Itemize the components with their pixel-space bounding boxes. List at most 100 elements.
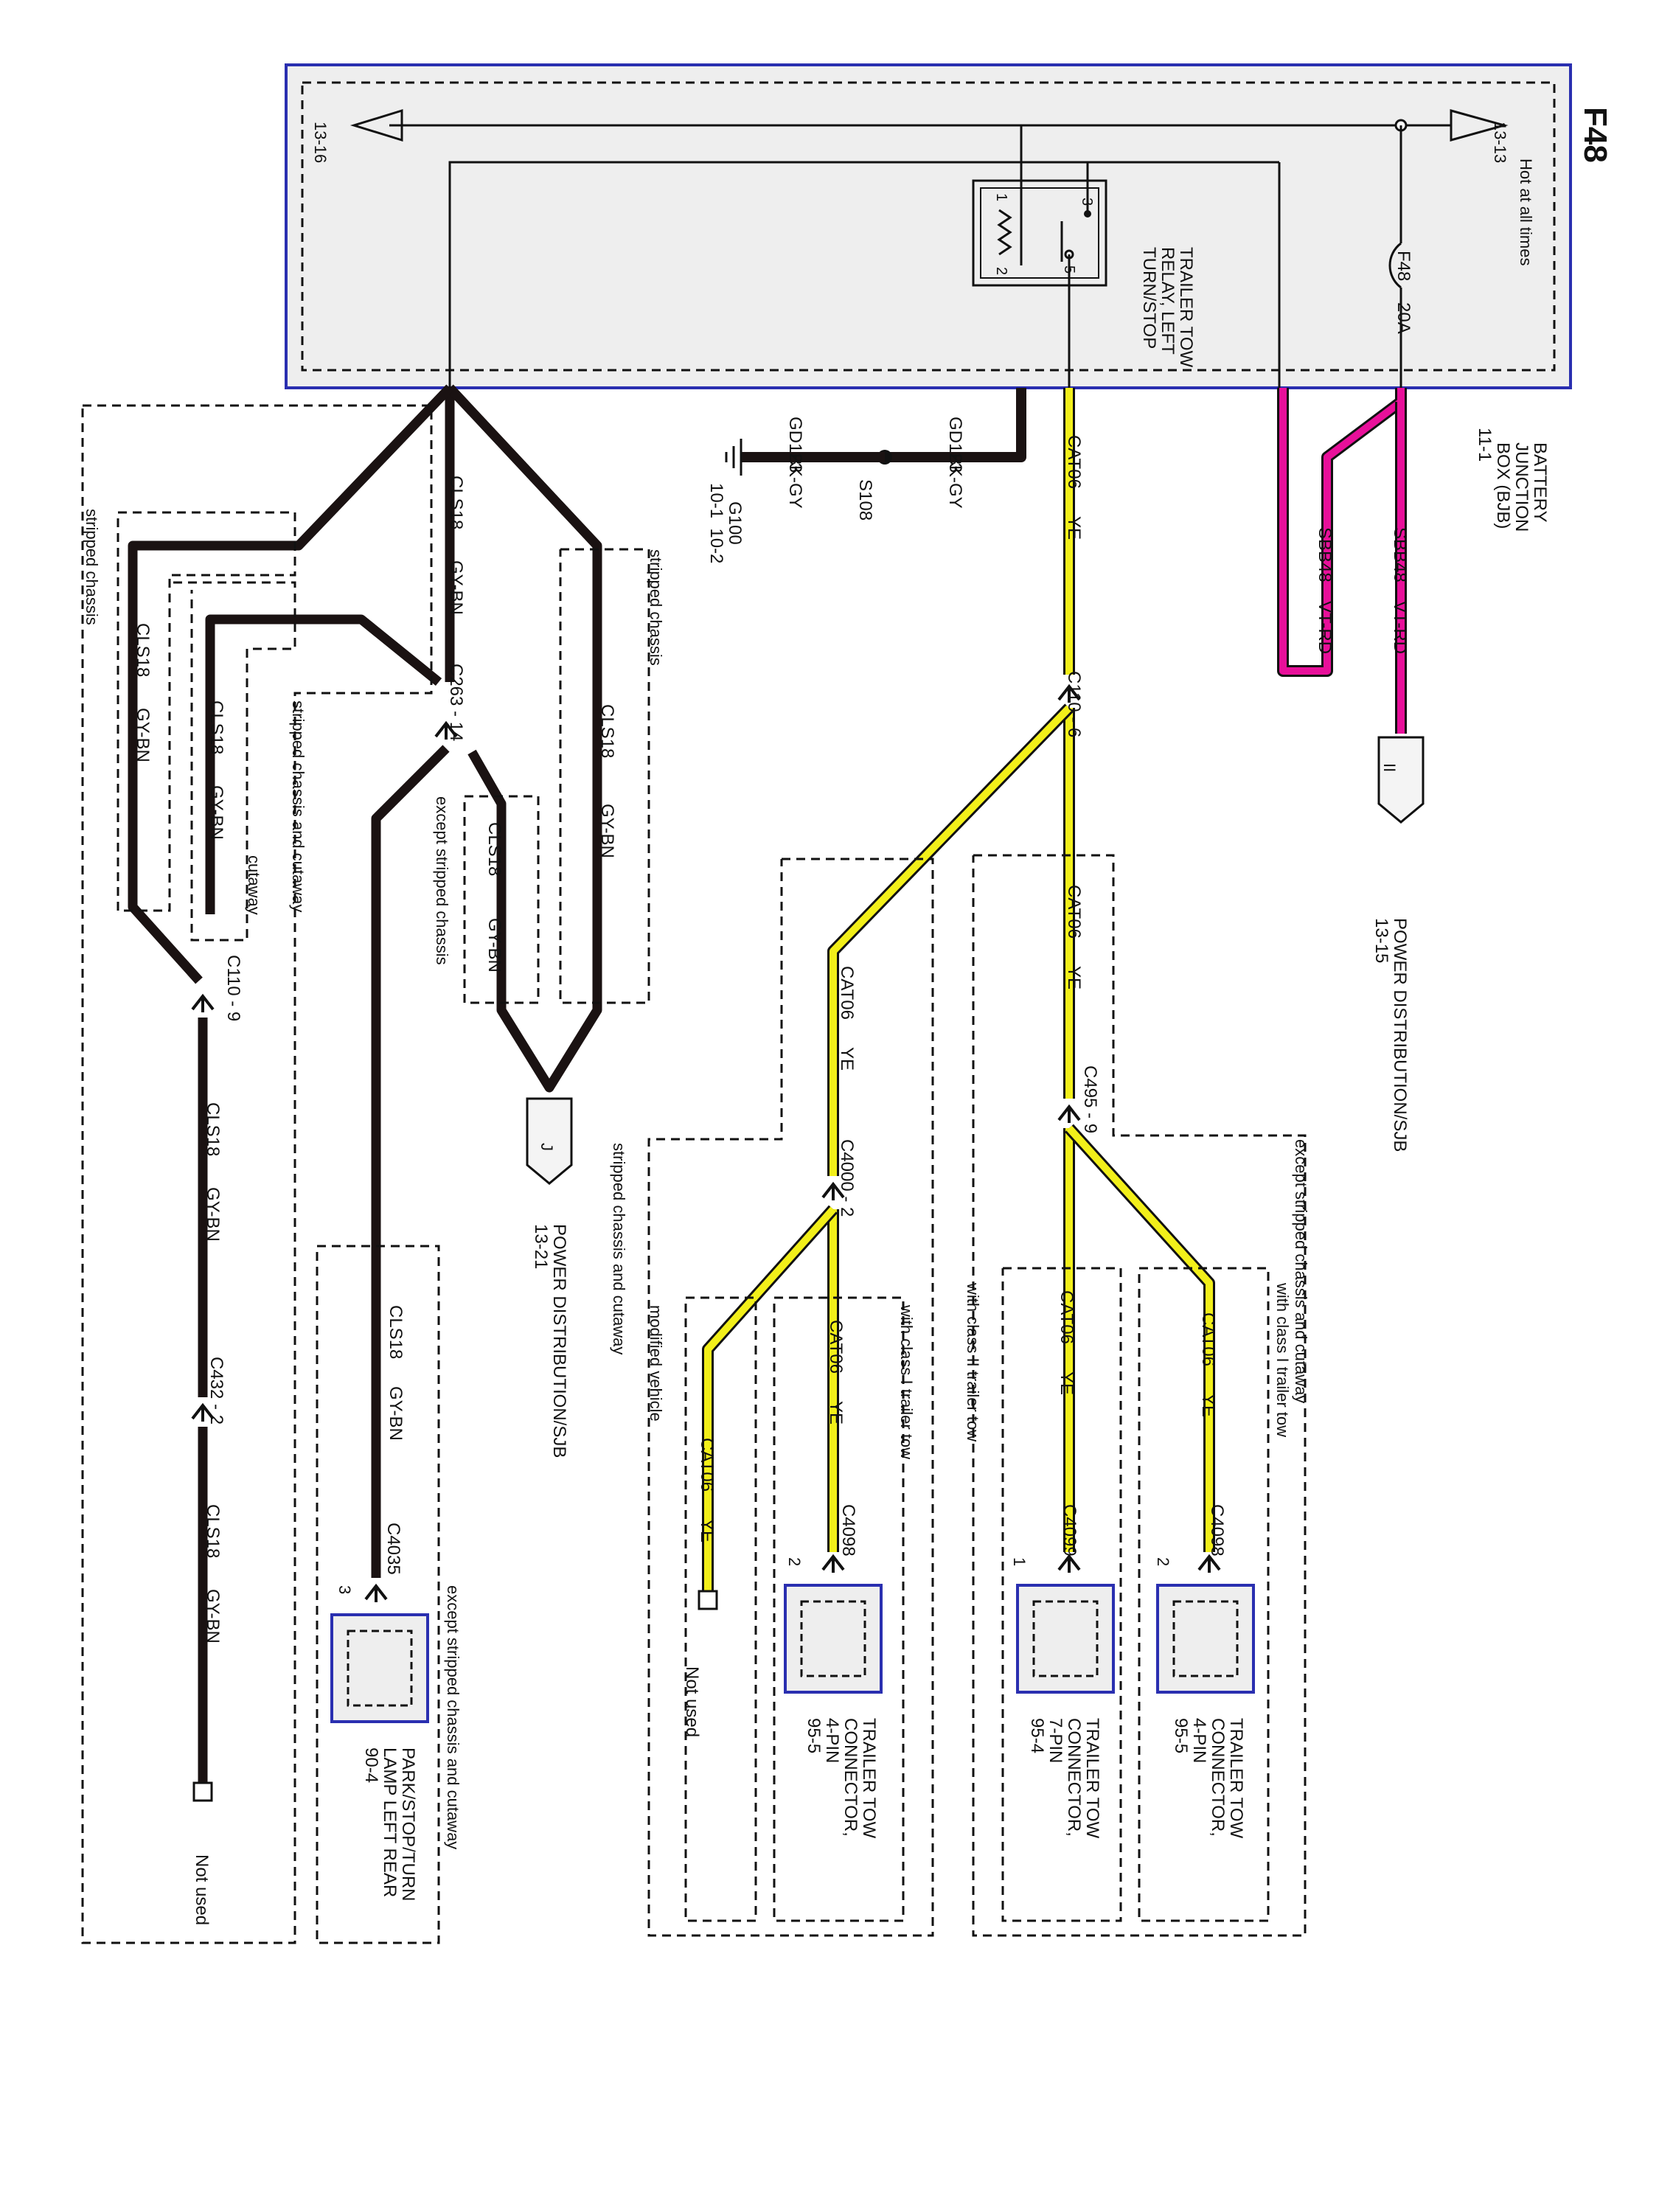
conn-c4098-b: C4098 <box>838 1504 858 1557</box>
wire-cls18-s4: CLS18 <box>203 1504 223 1559</box>
option-box-class1-right <box>1138 1267 1270 1922</box>
bjb-name-l3: BOX (BJB) <box>1493 442 1513 529</box>
wire-cat06-7: CAT06 <box>697 1438 717 1492</box>
wire-cls18-main: CLS18 <box>446 476 466 530</box>
not-used-terminal-yellow <box>698 1590 718 1610</box>
wire-gd123-a-color: BK-GY <box>945 453 965 509</box>
wire-sbb48-a-color: VT-RD <box>1390 601 1410 654</box>
not-used-yellow: Not used <box>682 1666 702 1738</box>
park-stop-turn-lamp-inner <box>347 1630 413 1707</box>
bjb-box <box>285 63 1572 389</box>
wire-cat06-4-color: YE <box>1198 1394 1218 1418</box>
wire-cat06-6: CAT06 <box>826 1320 846 1374</box>
wire-cat06-1: CAT06 <box>1064 435 1084 489</box>
conn-c110-6: C110 - 6 <box>1064 671 1084 738</box>
j-dest-ref: 13-21 <box>531 1224 551 1270</box>
offpage-ii-tab <box>1377 736 1425 824</box>
wire-cat06-2: CAT06 <box>1064 885 1084 939</box>
option-box-class2 <box>1001 1267 1122 1922</box>
wire-sbb48-outline <box>1277 388 1407 677</box>
wire-cat06-not-used <box>702 1205 838 1593</box>
relay-coil <box>997 209 1012 256</box>
wire-cat06-3-color: YE <box>837 1047 857 1071</box>
cond-class1-middle: with class I trailer tow <box>897 1305 916 1460</box>
ii-letter: II <box>1380 763 1399 773</box>
conn-c432-2: C432 - 2 <box>206 1357 226 1425</box>
fuse-rating: 20A <box>1394 302 1413 334</box>
conn-c4098-b-symbol <box>821 1554 845 1573</box>
cond-except-stripped-cutaway-left: except stripped chassis and cutaway <box>444 1585 462 1850</box>
bjb-inner-border <box>301 81 1556 372</box>
wire-sbb48-loop <box>1279 388 1405 675</box>
trailer-tow-4pin-b-inner <box>800 1600 866 1677</box>
wire-cat06-c4098-a <box>1065 1124 1215 1552</box>
wire-cls18-stripped-2 <box>205 614 442 914</box>
cond-class1-right: with class I trailer tow <box>1273 1283 1292 1438</box>
wire-cls18-j-loop <box>446 384 602 1093</box>
wire-cls18-park-color: GY-BN <box>386 1386 406 1441</box>
wire-cat06-4: CAT06 <box>1198 1312 1218 1366</box>
not-used-terminal-black <box>192 1781 213 1802</box>
park-l3: 90-4 <box>361 1747 381 1784</box>
relay-body-inner <box>980 187 1099 279</box>
park-l1: PARK/STOP/TURN <box>398 1747 418 1902</box>
wire-cat06-5: CAT06 <box>1057 1290 1077 1344</box>
wire-cls18-stripped-1 <box>128 384 453 984</box>
option-box-class1-middle <box>773 1296 905 1922</box>
tt4-a-l1: TRAILER TOW <box>1226 1718 1246 1839</box>
pin-3: 3 <box>335 1585 354 1595</box>
wire-cls18-j1-color: GY-BN <box>597 804 617 858</box>
wire-cat06-c110-to-c4000 <box>827 703 1074 1176</box>
option-box-except-stripped-cutaway-left <box>316 1245 440 1944</box>
wire-cls18-j2: CLS18 <box>484 822 504 877</box>
j-dest-name: POWER DISTRIBUTION/SJB <box>549 1224 569 1458</box>
pin-2-b: 2 <box>785 1557 804 1567</box>
cond-stripped-cutaway-left: stripped chassis and cutaway <box>289 700 307 913</box>
bjb-name-l2: JUNCTION <box>1512 442 1531 532</box>
wire-sbb48-b: SBB48 <box>1315 527 1335 582</box>
wire-cls18-j1: CLS18 <box>597 704 617 759</box>
wire-cls18-main-color: GY-BN <box>446 560 466 615</box>
relay-name-l1: TRAILER TOW <box>1176 247 1196 368</box>
relay-pin-3: 3 <box>1079 198 1095 206</box>
tt4-b-l3: 4-PIN <box>822 1718 842 1764</box>
conn-c4099: C4099 <box>1060 1504 1079 1557</box>
relay-body <box>972 179 1107 287</box>
trailer-tow-7pin-inner <box>1032 1600 1099 1677</box>
bjb-feed-triangle <box>1450 109 1509 142</box>
cond-class2: with class II trailer tow <box>964 1283 982 1442</box>
wire-sbb48-b-color: VT-RD <box>1315 601 1335 654</box>
option-box-except-stripped-cutaway-right <box>972 854 1307 1937</box>
conn-c495-9-symbol <box>1057 1104 1081 1123</box>
bjb-ref-top: 13-13 <box>1491 122 1509 164</box>
conn-c4035: C4035 <box>383 1523 403 1575</box>
option-box-modified <box>684 1296 757 1922</box>
wire-gd123-b-color: BK-GY <box>785 453 805 509</box>
wire-cat06-5-color: YE <box>1057 1371 1077 1396</box>
not-used-black: Not used <box>192 1854 212 1926</box>
conn-c110-9-symbol <box>191 993 215 1012</box>
wire-cat06-3: CAT06 <box>837 966 857 1020</box>
conn-c4000-2-symbol <box>821 1181 845 1200</box>
tt4-b-l2: CONNECTOR, <box>841 1718 860 1837</box>
wire-cls18-j2-color: GY-BN <box>484 918 504 973</box>
conn-c263-14: C263 - 14 <box>446 664 466 742</box>
wire-gd123-right <box>885 388 1026 462</box>
bjb-hot-label: Hot at all times <box>1517 159 1535 266</box>
splice-s108: S108 <box>855 479 875 521</box>
park-l2: LAMP LEFT REAR <box>380 1747 400 1898</box>
tt4-b-l4: 95-5 <box>804 1718 824 1754</box>
pin-1: 1 <box>1010 1557 1029 1567</box>
tt4-a-l4: 95-5 <box>1171 1718 1191 1754</box>
tt7-l4: 95-4 <box>1027 1718 1047 1754</box>
wire-cat06-7-color: YE <box>697 1519 717 1543</box>
wire-cat06-2-color: YE <box>1064 966 1084 990</box>
bjb-ref-bottom: 13-16 <box>311 122 330 164</box>
conn-c4035-symbol <box>364 1583 388 1602</box>
relay-name-l2: RELAY, LEFT <box>1158 247 1178 355</box>
conn-c4099-symbol <box>1057 1554 1081 1573</box>
option-box-stripped-cutaway-left <box>81 404 433 1944</box>
trailer-tow-4pin-a-inner <box>1172 1600 1239 1677</box>
relay-pin-5: 5 <box>1061 265 1077 274</box>
wire-cls18-s2: CLS18 <box>206 700 226 755</box>
